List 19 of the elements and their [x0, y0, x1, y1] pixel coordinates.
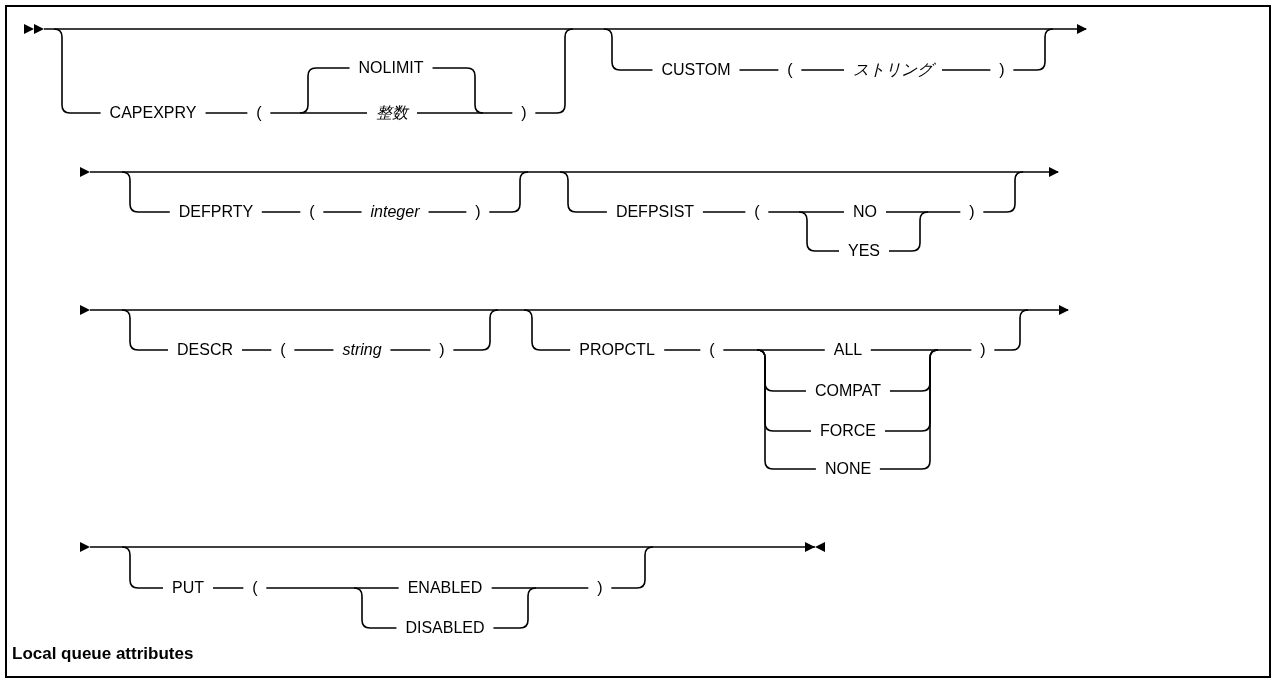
parenthesis: ( [243, 578, 267, 598]
parenthesis: ( [247, 103, 271, 123]
variable-name: 整数 [367, 103, 417, 123]
parenthesis: ) [971, 340, 995, 360]
variable-name: integer [361, 202, 429, 222]
parenthesis: ( [700, 340, 724, 360]
parenthesis: ) [960, 202, 984, 222]
parenthesis: ( [778, 60, 802, 80]
parenthesis: ( [745, 202, 769, 222]
parenthesis: ) [466, 202, 490, 222]
parenthesis: ) [588, 578, 612, 598]
parenthesis: ) [512, 103, 536, 123]
parenthesis: ) [430, 340, 454, 360]
caption: Local queue attributes [12, 644, 194, 664]
parenthesis: ( [300, 202, 324, 222]
variable-name: string [333, 340, 391, 360]
parenthesis: ( [271, 340, 295, 360]
parenthesis: ) [990, 60, 1014, 80]
variable-name: ストリング [844, 60, 942, 80]
